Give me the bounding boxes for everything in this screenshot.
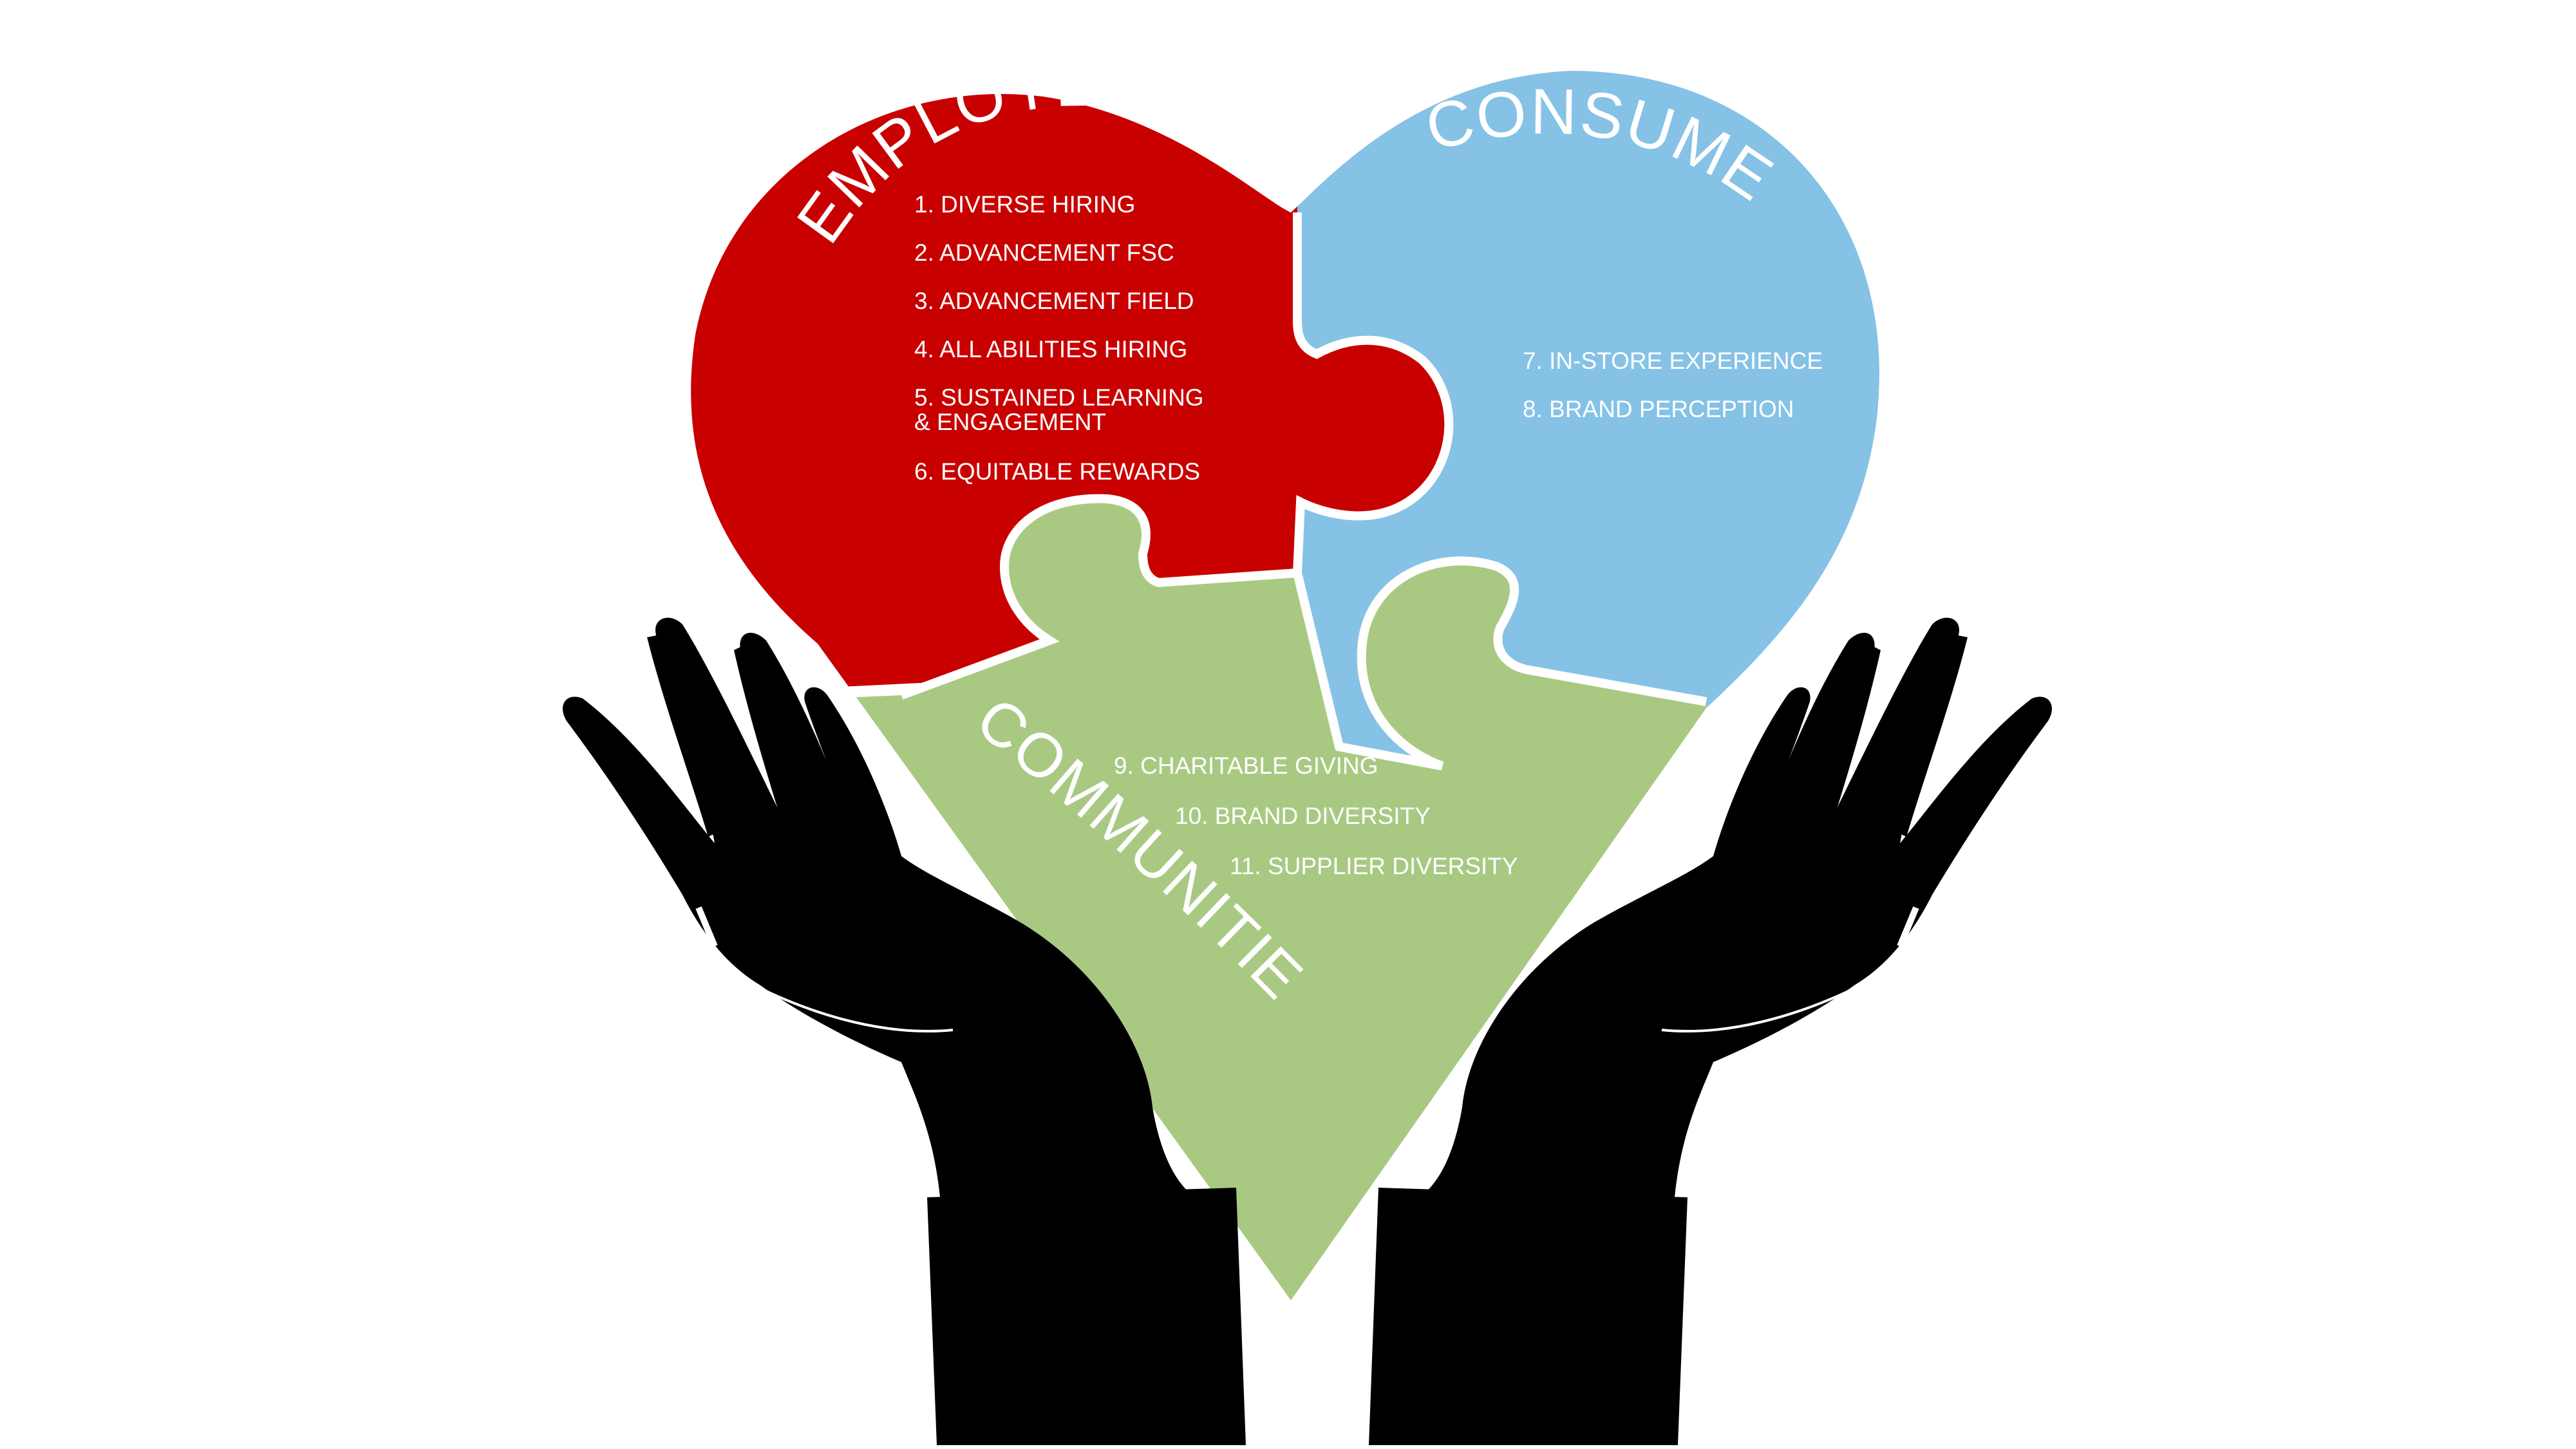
employees-item: 4. ALL ABILITIES HIRING bbox=[914, 336, 1187, 362]
communities-item: 10. BRAND DIVERSITY bbox=[1175, 803, 1431, 829]
seams bbox=[899, 212, 1707, 771]
employees-item: 6. EQUITABLE REWARDS bbox=[914, 458, 1200, 485]
consumers-item: 8. BRAND PERCEPTION bbox=[1523, 396, 1794, 422]
employees-item: 1. DIVERSE HIRING bbox=[914, 191, 1135, 218]
employees-item: & ENGAGEMENT bbox=[914, 409, 1106, 435]
left-palm-line bbox=[753, 984, 954, 1033]
employees-list: 1. DIVERSE HIRING 2. ADVANCEMENT FSC 3. … bbox=[914, 191, 1204, 485]
employees-item: 3. ADVANCEMENT FIELD bbox=[914, 288, 1194, 314]
communities-item: 11. SUPPLIER DIVERSITY bbox=[1230, 853, 1518, 879]
employees-item: 5. SUSTAINED LEARNING bbox=[914, 384, 1204, 411]
consumers-item: 7. IN-STORE EXPERIENCE bbox=[1523, 348, 1823, 374]
consumers-list: 7. IN-STORE EXPERIENCE 8. BRAND PERCEPTI… bbox=[1523, 348, 1823, 422]
left-ring-icon bbox=[676, 906, 718, 951]
right-hand-icon bbox=[1369, 617, 2052, 1445]
employees-item: 2. ADVANCEMENT FSC bbox=[914, 239, 1174, 266]
consumers-piece bbox=[1294, 71, 1879, 1300]
communities-item: 9. CHARITABLE GIVING bbox=[1114, 753, 1378, 779]
employees-piece bbox=[691, 71, 1449, 727]
right-palm-line bbox=[1661, 984, 1862, 1033]
left-hand-icon bbox=[563, 617, 1246, 1445]
right-ring-icon bbox=[1897, 906, 1939, 951]
communities-list: 9. CHARITABLE GIVING 10. BRAND DIVERSITY… bbox=[1114, 753, 1518, 879]
